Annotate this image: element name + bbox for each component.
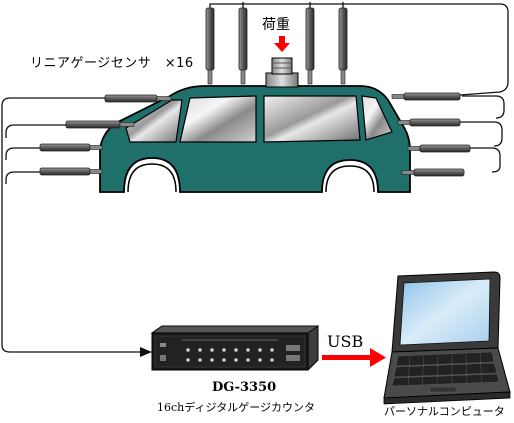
device-model-label: DG-3350 [212, 380, 277, 395]
load-cell [265, 57, 299, 88]
car-window-rear [263, 95, 361, 143]
linear-gauge-sensor-icon [305, 7, 315, 85]
linear-gauge-sensor-icon [391, 92, 461, 101]
sensor-count-label: リニアゲージセンサ ×16 [30, 56, 194, 71]
linear-gauge-sensor-icon [238, 7, 248, 85]
load-arrow-icon [274, 36, 290, 52]
device-description-label: 16chディジタルゲージカウンタ [157, 401, 316, 414]
laptop-screen [399, 278, 491, 346]
linear-gauge-sensor-icon [407, 144, 471, 153]
right-sensors [391, 92, 471, 177]
linear-gauge-sensor-icon [205, 7, 215, 85]
linear-gauge-sensor-icon [397, 118, 461, 127]
load-label: 荷重 [262, 17, 290, 33]
linear-gauge-sensor-icon [65, 120, 135, 129]
laptop-icon [383, 271, 511, 405]
usb-label: USB [327, 332, 364, 351]
car-window-back [361, 95, 393, 141]
sensor-cables [1, 2, 509, 353]
car-body-icon [99, 85, 411, 193]
cable-arrow-icon [140, 347, 152, 357]
car-window-middle [179, 95, 257, 143]
linear-gauge-sensor-icon [401, 168, 465, 177]
linear-gauge-sensor-icon [104, 94, 172, 103]
usb-arrow-icon [322, 348, 386, 367]
top-sensors [205, 7, 348, 85]
linear-gauge-sensor-icon [39, 167, 103, 176]
computer-label: パーソナルコンピュータ [384, 405, 505, 418]
linear-gauge-sensor-icon [39, 143, 103, 152]
car-window-front [125, 99, 183, 143]
counter-device-icon [150, 325, 320, 371]
linear-gauge-sensor-icon [338, 7, 348, 85]
left-sensors [39, 94, 172, 176]
